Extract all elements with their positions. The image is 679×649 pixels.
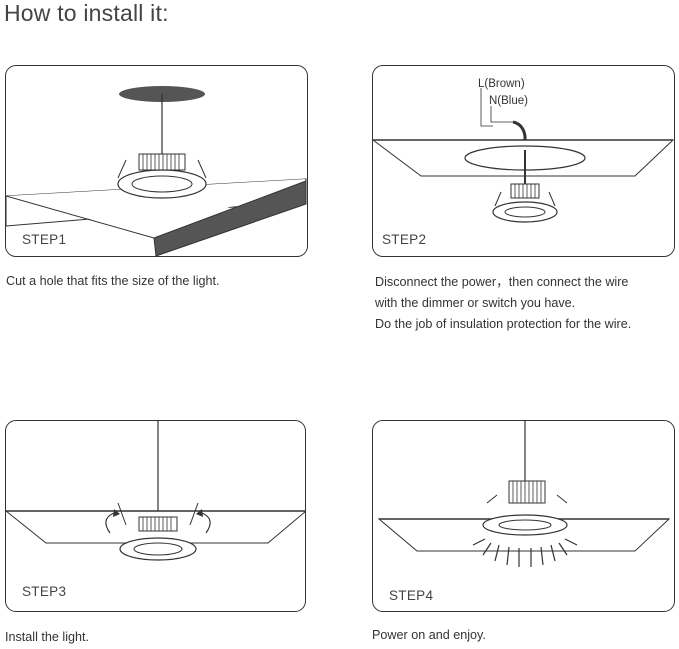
step1-panel: STEP1 [5, 65, 308, 257]
step4-illustration [377, 421, 671, 567]
step1-caption: Cut a hole that fits the size of the lig… [6, 271, 220, 292]
caption-line: Cut a hole that fits the size of the lig… [6, 274, 220, 288]
step1-label: STEP1 [22, 232, 67, 247]
step2-illustration [373, 88, 674, 223]
step3-label: STEP3 [22, 584, 67, 599]
page-title: How to install it: [4, 0, 169, 26]
step4-panel: STEP4 [372, 420, 675, 612]
step2-caption: Disconnect the power，then connect the wi… [375, 272, 631, 335]
caption-line: Power on and enjoy. [372, 628, 486, 642]
step4-caption: Power on and enjoy. [372, 625, 486, 646]
step4-label: STEP4 [389, 588, 434, 603]
caption-line: with the dimmer or switch you have. [375, 296, 576, 310]
step3-illustration [6, 421, 305, 561]
step3-panel: STEP3 [5, 420, 306, 612]
wire-neutral-label: N(Blue) [489, 95, 528, 107]
step2-panel: L(Brown) N(Blue) STEP2 [372, 65, 675, 257]
step2-label: STEP2 [382, 232, 427, 247]
caption-line: Install the light. [5, 630, 90, 644]
step1-illustration [6, 86, 307, 256]
caption-line: Disconnect the power，then connect the wi… [375, 275, 629, 289]
wire-live-label: L(Brown) [478, 78, 525, 90]
step3-caption: Install the light. [5, 627, 89, 648]
caption-line: Do the job of insulation protection for … [375, 317, 632, 331]
